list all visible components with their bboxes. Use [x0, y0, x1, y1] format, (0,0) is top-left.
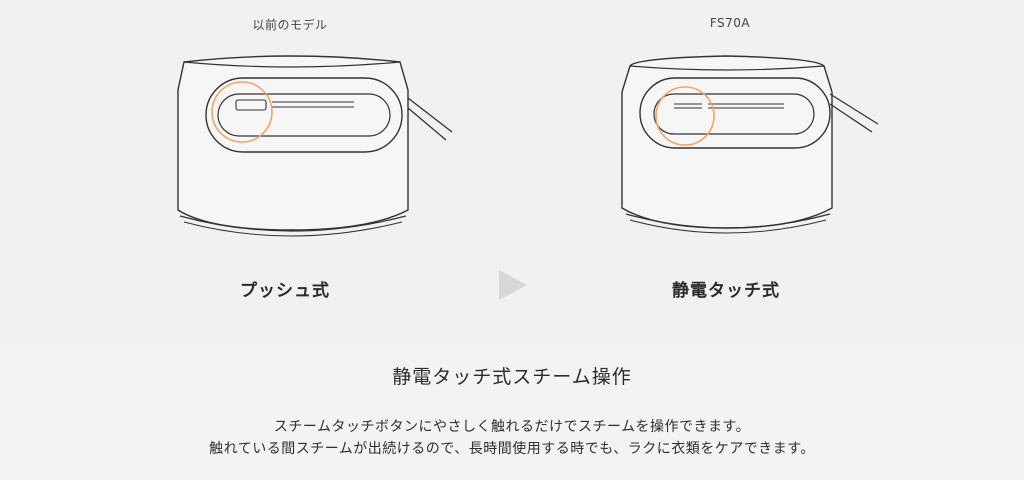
feature-section [0, 350, 1024, 480]
previous-model-illustration [177, 55, 453, 237]
feature-title: 静電タッチ式スチーム操作 [392, 366, 632, 388]
electrostatic-touch-label: 静電タッチ式 [672, 281, 780, 301]
feature-description-line-1: スチームタッチボタンにやさしく触れるだけでスチームを操作できます。 [273, 419, 751, 435]
previous-model-label: 以前のモデル [252, 18, 328, 32]
comparison-section: 以前のモデル プッシュ式 FS70A [177, 16, 879, 301]
feature-description-line-2: 触れている間スチームが出続けるので、長時間使用する時でも、ラクに衣類をケアできま… [209, 441, 815, 457]
new-model-label: FS70A [709, 16, 751, 30]
new-model-illustration [621, 55, 879, 234]
push-type-label: プッシュ式 [240, 281, 330, 301]
arrow-right-icon [499, 270, 527, 300]
